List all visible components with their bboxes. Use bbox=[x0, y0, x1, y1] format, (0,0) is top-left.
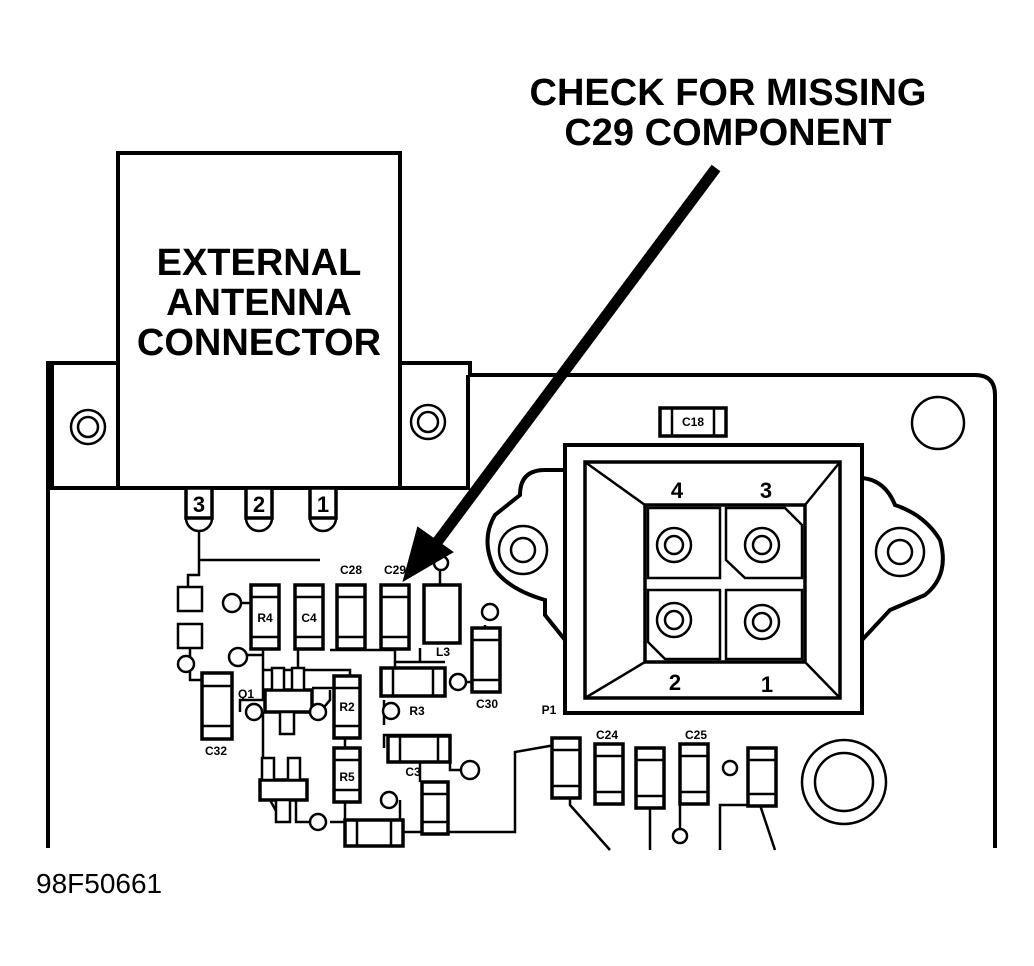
label-c32: C32 bbox=[205, 744, 227, 758]
component-c18: C18 bbox=[658, 406, 728, 438]
label-r2: R2 bbox=[339, 700, 355, 714]
label-c4: C4 bbox=[301, 611, 317, 625]
component-c29: C29 bbox=[379, 563, 411, 651]
component-r4: R4 bbox=[249, 583, 281, 651]
connector-pin-1-label: 1 bbox=[317, 492, 329, 517]
callout-line-2: C29 COMPONENT bbox=[564, 112, 891, 154]
antenna-connector-body bbox=[116, 151, 402, 490]
connector-pin-1: 1 bbox=[308, 486, 338, 533]
socket-pin-4-label: 4 bbox=[671, 478, 684, 503]
socket-housing: 4 3 2 1 bbox=[485, 443, 945, 715]
via-6 bbox=[379, 790, 399, 810]
label-c29: C29 bbox=[384, 563, 406, 577]
socket-pin-3-label: 3 bbox=[760, 478, 772, 503]
figure-id: 98F50661 bbox=[36, 868, 162, 899]
component-p1-cap bbox=[550, 736, 582, 800]
component-c-right bbox=[746, 746, 778, 808]
board-outline bbox=[46, 361, 997, 848]
via-5 bbox=[381, 701, 401, 721]
label-q1: Q1 bbox=[238, 687, 254, 701]
component-q2 bbox=[258, 756, 328, 832]
mount-hole-right-inner bbox=[416, 410, 440, 434]
connector-label-line-1: EXTERNAL bbox=[157, 242, 362, 284]
label-r5: R5 bbox=[339, 770, 355, 784]
component-c32: C32 bbox=[200, 671, 234, 758]
component-c24: C24 bbox=[593, 728, 625, 806]
via-7 bbox=[671, 827, 689, 845]
connector-label-line-2: ANTENNA bbox=[166, 282, 352, 324]
label-r3: R3 bbox=[409, 704, 425, 718]
via-8 bbox=[721, 759, 739, 777]
component-c25: C25 bbox=[678, 728, 710, 806]
component-l3: L3 bbox=[422, 554, 462, 659]
label-c30: C30 bbox=[476, 697, 498, 711]
component-r5: R5 bbox=[332, 746, 362, 804]
via-1 bbox=[176, 654, 196, 674]
connector-pin-2: 2 bbox=[244, 486, 274, 533]
callout-line-1: CHECK FOR MISSING bbox=[530, 72, 927, 114]
label-c25: C25 bbox=[685, 728, 707, 742]
component-q1: Q1 bbox=[238, 666, 328, 736]
connector-pin-3-label: 3 bbox=[193, 492, 205, 517]
label-c18: C18 bbox=[682, 415, 704, 429]
board-hole-bottom-right-inner bbox=[813, 751, 875, 813]
component-c28: C28 bbox=[335, 563, 367, 651]
label-r4: R4 bbox=[257, 611, 273, 625]
pad-a bbox=[176, 585, 204, 613]
via-4 bbox=[480, 602, 500, 622]
socket-pin-2-label: 2 bbox=[669, 670, 681, 695]
board-hole-top-right bbox=[910, 395, 966, 451]
connector-pin-3: 3 bbox=[184, 486, 214, 533]
label-c28: C28 bbox=[340, 563, 362, 577]
label-p1: P1 bbox=[542, 703, 557, 717]
component-r2: R2 bbox=[332, 674, 362, 740]
via-3 bbox=[227, 646, 249, 668]
label-l3: L3 bbox=[436, 645, 450, 659]
pad-b bbox=[176, 622, 204, 650]
component-c30: C30 bbox=[470, 626, 502, 711]
via-2 bbox=[221, 592, 243, 614]
component-c4: C4 bbox=[293, 583, 325, 651]
connector-flange bbox=[50, 363, 470, 490]
callout-arrow bbox=[402, 164, 721, 583]
socket-pin-1-label: 1 bbox=[761, 672, 773, 697]
component-c3: C3 bbox=[386, 734, 481, 781]
component-r3: R3 bbox=[379, 666, 468, 718]
label-c24: C24 bbox=[596, 728, 618, 742]
component-c-lower bbox=[420, 780, 450, 836]
mount-hole-left-inner bbox=[76, 415, 100, 439]
component-c-mid bbox=[634, 746, 666, 810]
label-c3: C3 bbox=[405, 765, 421, 779]
connector-label-line-3: CONNECTOR bbox=[137, 322, 381, 364]
component-r-lower bbox=[343, 818, 405, 848]
connector-pin-2-label: 2 bbox=[253, 492, 265, 517]
